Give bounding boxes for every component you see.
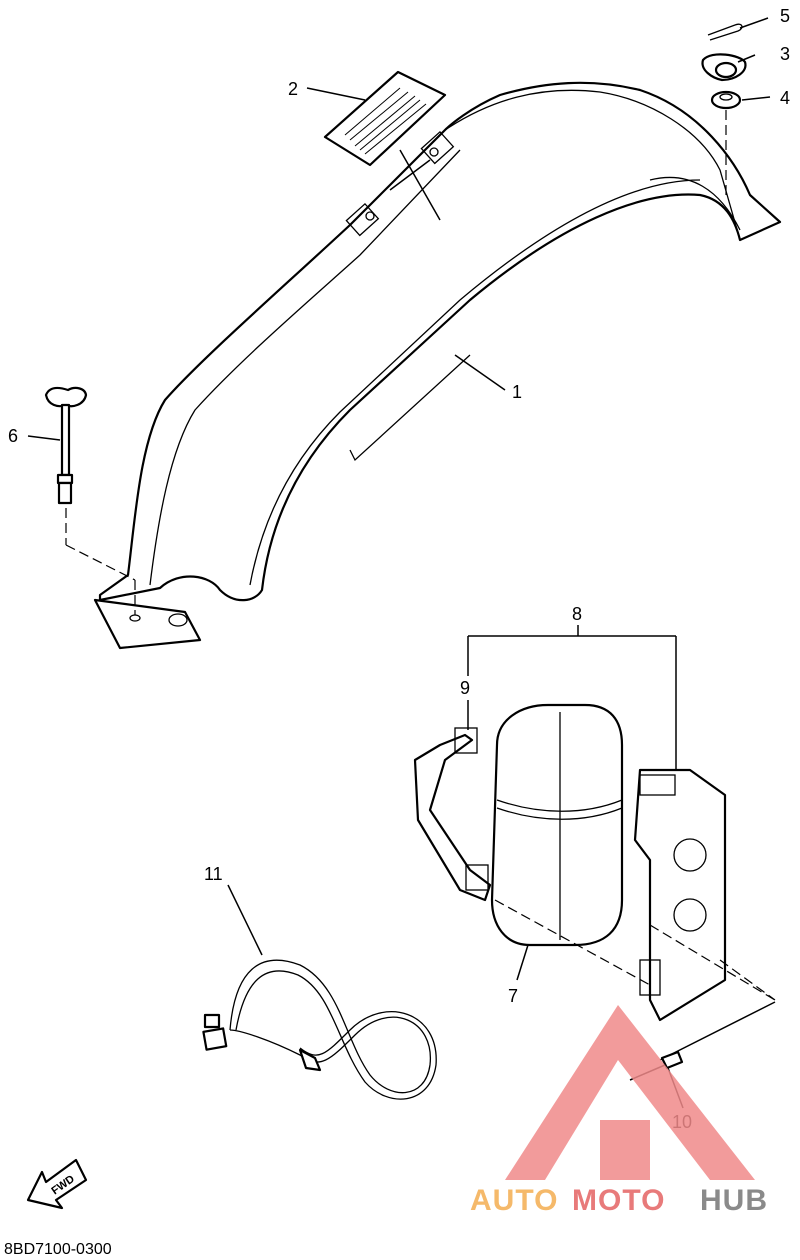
mounting-bracket: [633, 768, 727, 1022]
callout-4: 4: [780, 88, 790, 108]
tool-container: [490, 703, 624, 947]
callout-3: 3: [780, 44, 790, 64]
callout-9: 9: [460, 678, 470, 698]
fender-part: [93, 81, 782, 650]
callout-8: 8: [572, 604, 582, 624]
grommet: [710, 90, 742, 195]
watermark-logo: AUTO MOTO HUB: [470, 1005, 768, 1217]
cotter-pin: [707, 23, 743, 41]
callout-5: 5: [780, 6, 790, 26]
label-decal: [323, 70, 447, 221]
retaining-strap: [413, 727, 492, 902]
watermark-auto: AUTO: [470, 1184, 558, 1217]
callout-7: 7: [508, 986, 518, 1006]
wire-harness: [202, 959, 437, 1100]
diagram-code: 8BD7100-0300: [4, 1241, 112, 1258]
watermark-hub: HUB: [700, 1184, 768, 1217]
callout-1: 1: [512, 382, 522, 402]
watermark-moto: MOTO: [572, 1184, 665, 1217]
callout-11: 11: [204, 864, 223, 884]
wing-nut: [701, 53, 747, 82]
bolt-part: [44, 386, 136, 615]
callout-6: 6: [8, 426, 18, 446]
forward-arrow: FWD: [26, 1158, 88, 1210]
callout-2: 2: [288, 79, 298, 99]
